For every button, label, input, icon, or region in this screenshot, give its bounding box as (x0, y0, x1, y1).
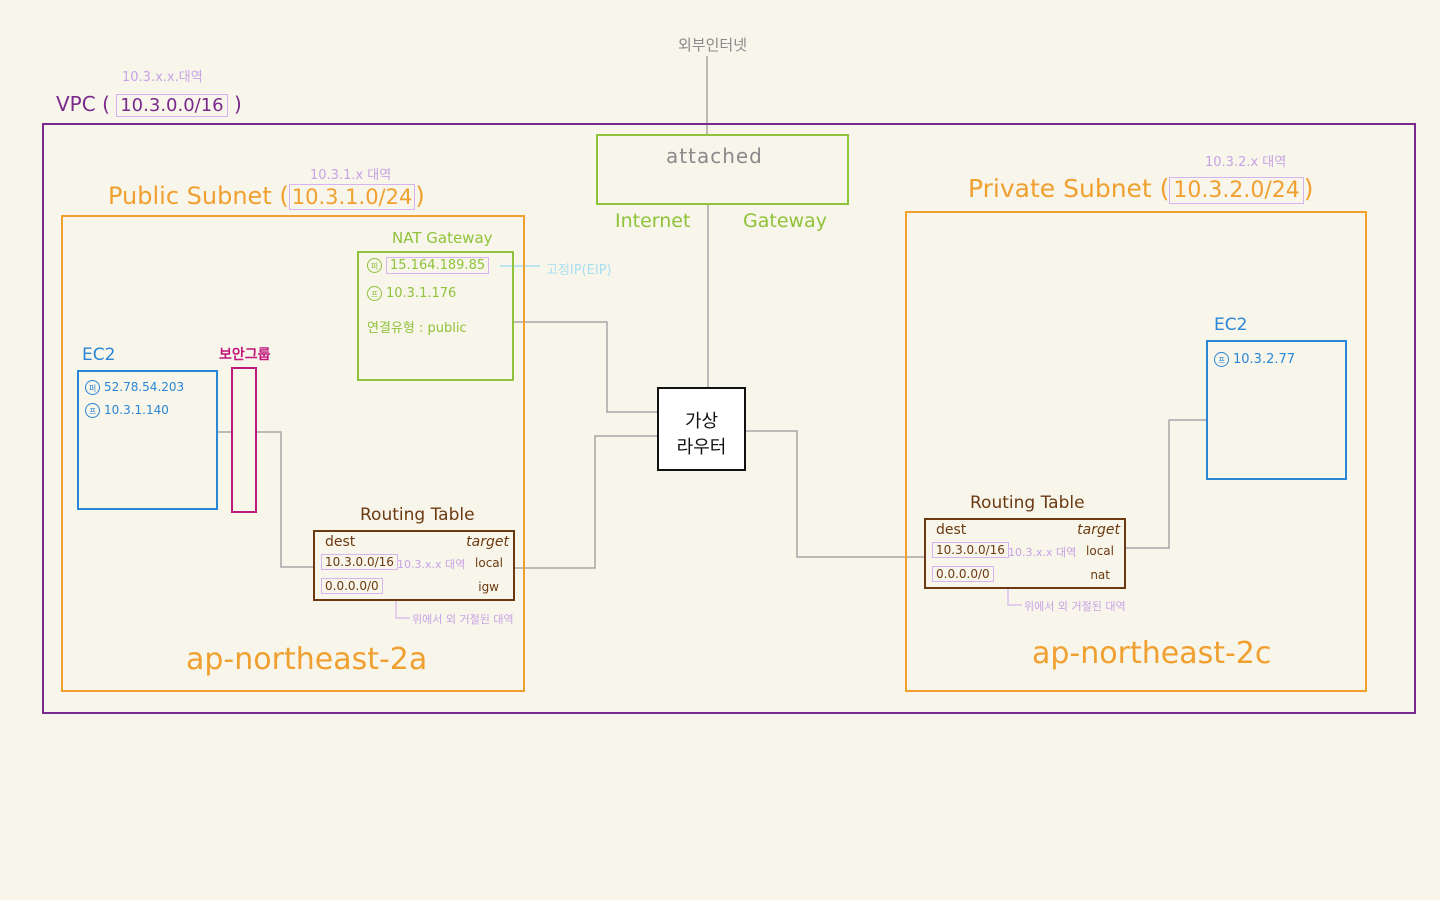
private-rt-row1-note: 10.3.x.x 대역 (1008, 546, 1077, 559)
vpc-label-suffix: ) (234, 92, 242, 116)
private-rt-footnote-line (1007, 587, 1022, 606)
nat-public-ip-row: 퍼 15.164.189.85 (367, 257, 490, 274)
public-subnet-label-prefix: Public Subnet ( (108, 182, 289, 210)
nat-private-ip-row: 프 10.3.1.176 (367, 286, 456, 301)
igw-name-right: Gateway (743, 210, 827, 232)
private-ip-icon: 프 (1214, 352, 1229, 367)
public-rt-to-router-line (515, 435, 658, 569)
router-to-private-rt-line (746, 430, 925, 558)
public-ip-icon: 퍼 (367, 258, 382, 273)
nat-public-ip: 15.164.189.85 (386, 257, 490, 274)
public-rt-header-target: target (466, 534, 509, 550)
private-range-note: 10.3.2.x 대역 (1205, 155, 1287, 170)
private-rt-header-target: target (1077, 522, 1120, 538)
private-subnet-label-suffix: ) (1303, 174, 1314, 203)
public-rt-row2-dest: 0.0.0.0/0 (321, 578, 383, 594)
internet-label: 외부인터넷 (678, 36, 748, 54)
private-ec2-private-ip: 10.3.2.77 (1233, 352, 1296, 367)
private-ec2-title: EC2 (1214, 315, 1248, 335)
nat-to-router-line (514, 321, 658, 413)
private-subnet-label: Private Subnet (10.3.2.0/24) (968, 174, 1314, 204)
public-range-note: 10.3.1.x 대역 (310, 168, 392, 183)
private-rt-title: Routing Table (970, 493, 1085, 513)
igw-name-left: Internet (615, 210, 691, 232)
internet-gateway-box: attached (596, 134, 849, 205)
private-subnet-container (905, 211, 1367, 692)
public-subnet-az: ap-northeast-2a (186, 642, 428, 677)
private-rt-row1-dest: 10.3.0.0/16 (932, 542, 1009, 558)
public-rt-row1-dest: 10.3.0.0/16 (321, 554, 398, 570)
public-subnet-cidr: 10.3.1.0/24 (288, 184, 416, 210)
vpc-label-prefix: VPC ( (56, 92, 110, 116)
private-rt-to-ec2-line (1126, 419, 1207, 549)
public-ec2-box: 퍼 52.78.54.203 프 10.3.1.140 (77, 370, 218, 510)
security-group-box (231, 367, 257, 513)
virtual-router: 가상 라우터 (657, 387, 746, 471)
router-line1: 가상 (684, 411, 719, 432)
vpc-label: VPC ( 10.3.0.0/16 ) (56, 92, 242, 117)
security-group-label: 보안그룹 (219, 347, 271, 363)
public-ec2-private-ip: 10.3.1.140 (104, 403, 169, 417)
private-rt-footnote: 위에서 외 거절된 대역 (1024, 600, 1126, 613)
public-ec2-public-ip-row: 퍼 52.78.54.203 (85, 380, 184, 395)
private-subnet-az: ap-northeast-2c (1032, 636, 1272, 671)
private-ec2-private-ip-row: 프 10.3.2.77 (1214, 352, 1295, 367)
private-ec2-box: 프 10.3.2.77 (1206, 340, 1347, 480)
private-routing-table: dest target 10.3.0.0/16 10.3.x.x 대역 loca… (924, 518, 1126, 589)
public-routing-table: dest target 10.3.0.0/16 10.3.x.x 대역 loca… (313, 530, 515, 601)
public-rt-footnote-line (395, 600, 410, 619)
igw-attached-label: attached (666, 144, 763, 168)
public-rt-header-dest: dest (325, 534, 356, 550)
private-ip-icon: 프 (85, 403, 100, 418)
private-rt-row1-target: local (1086, 544, 1114, 558)
sg-to-public-rt-line (257, 431, 313, 568)
public-ec2-public-ip: 52.78.54.203 (104, 380, 185, 394)
public-ip-icon: 퍼 (85, 380, 100, 395)
public-subnet-container (61, 215, 525, 692)
public-rt-row1-note: 10.3.x.x 대역 (397, 558, 466, 571)
private-rt-row2-target: nat (1090, 568, 1110, 582)
public-ec2-private-ip-row: 프 10.3.1.140 (85, 403, 169, 418)
eip-note: 고정IP(EIP) (546, 263, 612, 278)
public-rt-footnote: 위에서 외 거절된 대역 (412, 613, 514, 626)
private-rt-row2-dest: 0.0.0.0/0 (932, 566, 994, 582)
public-subnet-label: Public Subnet (10.3.1.0/24) (108, 182, 425, 210)
nat-connection-type: 연결유형 : public (367, 321, 467, 336)
private-rt-header-dest: dest (936, 522, 967, 538)
nat-gateway-title: NAT Gateway (392, 229, 493, 247)
private-subnet-cidr: 10.3.2.0/24 (1169, 177, 1304, 204)
public-rt-row1-target: local (475, 556, 503, 570)
router-line2: 라우터 (676, 437, 727, 458)
vpc-range-note: 10.3.x.x.대역 (122, 70, 203, 85)
public-ec2-title: EC2 (82, 345, 116, 365)
nat-private-ip: 10.3.1.176 (386, 286, 457, 301)
vpc-cidr: 10.3.0.0/16 (116, 94, 228, 117)
vpc-container (42, 123, 1416, 714)
public-rt-title: Routing Table (360, 505, 475, 525)
private-subnet-label-prefix: Private Subnet ( (968, 174, 1170, 203)
public-subnet-label-suffix: ) (415, 182, 425, 210)
nat-gateway-box: 퍼 15.164.189.85 프 10.3.1.176 연결유형 : public (357, 251, 514, 381)
public-rt-row2-target: igw (478, 580, 499, 594)
private-ip-icon: 프 (367, 286, 382, 301)
